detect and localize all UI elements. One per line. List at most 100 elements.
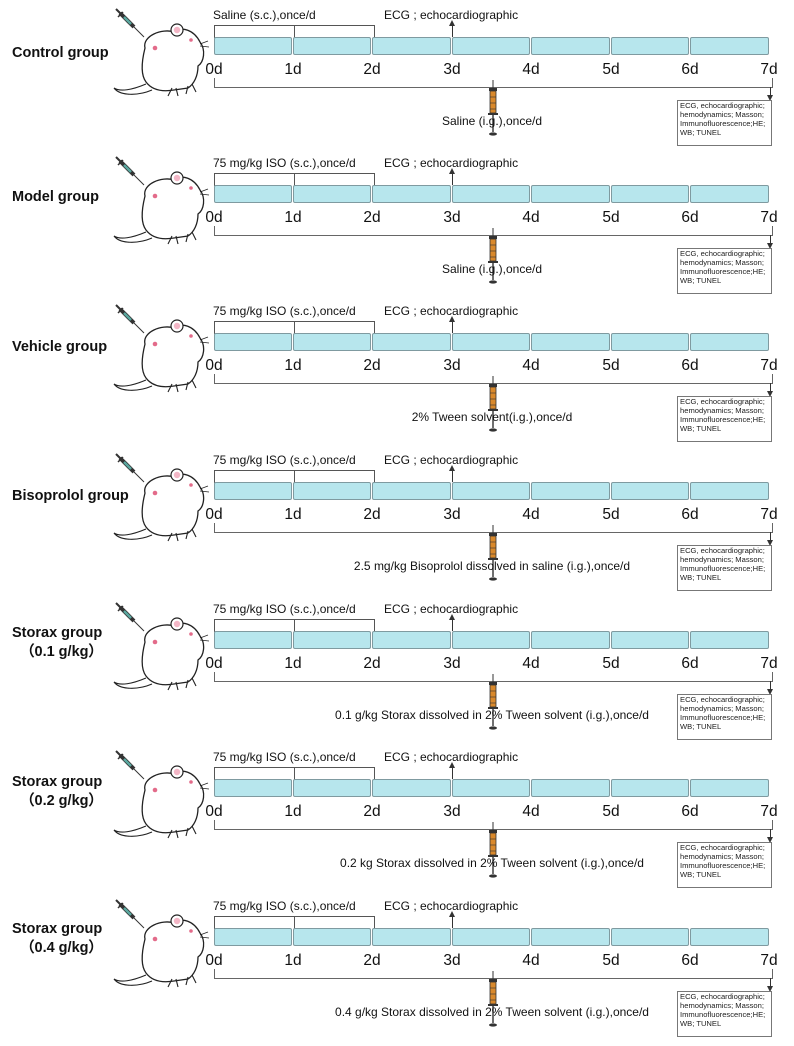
timeline-day-segment (531, 928, 610, 946)
day-tick-label: 7d (760, 952, 778, 969)
endpoint-assay-item: WB; TUNEL (680, 424, 722, 433)
day-tick-label: 1d (284, 803, 302, 820)
timeline-bar (214, 779, 772, 797)
day-tick-label: 5d (602, 209, 620, 226)
day-tick-label: 1d (284, 61, 302, 78)
group-label: Vehicle group (12, 338, 107, 357)
timeline-day-segment (452, 37, 530, 55)
endpoint-arrow-icon (767, 681, 773, 695)
ecg-arrow-icon (449, 762, 455, 779)
day-tick-label: 5d (602, 655, 620, 672)
day-tick-label: 3d (443, 655, 461, 672)
timeline-day-segment (690, 37, 769, 55)
day-tick-label: 3d (443, 209, 461, 226)
timeline-day-segment (531, 482, 610, 500)
oral-gavage-syringe-icon (488, 525, 498, 581)
group-label: Model group (12, 188, 99, 207)
timeline-day-segment (452, 779, 530, 797)
induction-bracket (214, 767, 375, 780)
timeline-day-segment (611, 185, 689, 203)
induction-label: 75 mg/kg ISO (s.c.),once/d (213, 304, 356, 318)
timeline-day-segment (690, 185, 769, 203)
group-name: Model group (12, 189, 99, 205)
group-dose: （0.2 g/kg） (20, 793, 103, 809)
timeline-day-segment (611, 37, 689, 55)
group-label: Storax group （0.1 g/kg） (12, 624, 103, 662)
endpoint-assay-item: ECG, echocardiographic; (680, 844, 765, 852)
day-tick-label: 1d (284, 506, 302, 523)
endpoint-arrow-icon (767, 829, 773, 843)
injection-syringe-icon (115, 899, 145, 929)
day-tick-label: 0d (205, 506, 223, 523)
group-panel: Storax group （0.1 g/kg） 75 mg/kg ISO (s.c… (0, 600, 794, 748)
timeline-day-segment (690, 631, 769, 649)
timeline-day-segment (214, 37, 292, 55)
group-panel: Storax group （0.4 g/kg） 75 mg/kg ISO (s.c… (0, 897, 794, 1045)
timeline-day-segment (214, 482, 292, 500)
timeline-day-segment (611, 631, 689, 649)
timeline-day-segment (293, 631, 371, 649)
timeline-day-segment (531, 631, 610, 649)
day-tick-label: 1d (284, 209, 302, 226)
endpoint-assays-box: ECG, echocardiographic;hemodynamics; Mas… (677, 396, 772, 442)
injection-syringe-icon (115, 453, 145, 483)
endpoint-assay-item: ECG, echocardiographic; (680, 250, 765, 258)
mouse-icon (113, 171, 210, 245)
day-tick-label: 7d (760, 357, 778, 374)
endpoint-assays-box: ECG, echocardiographic;hemodynamics; Mas… (677, 991, 772, 1037)
group-name: Storax group (12, 625, 103, 641)
timeline-day-segment (293, 333, 371, 351)
day-tick-label: 2d (363, 357, 381, 374)
injection-syringe-icon (115, 602, 145, 632)
endpoint-arrow-icon (767, 235, 773, 249)
day-tick-label: 0d (205, 61, 223, 78)
timeline-day-segment (372, 333, 451, 351)
day-tick-label: 3d (443, 506, 461, 523)
timeline-day-segment (372, 482, 451, 500)
group-label: Bisoprolol group (12, 487, 129, 506)
timeline-day-segment (214, 333, 292, 351)
treatment-label: 0.4 g/kg Storax dissolved in 2% Tween so… (335, 1005, 649, 1019)
mouse-with-syringe-illustration (113, 453, 210, 542)
endpoint-arrow-icon (767, 87, 773, 101)
timeline-day-segment (372, 631, 451, 649)
day-tick-label: 6d (681, 357, 699, 374)
group-dose: （0.1 g/kg） (20, 644, 103, 660)
day-tick-label: 2d (363, 61, 381, 78)
endpoint-assay-item: WB; TUNEL (680, 1019, 722, 1028)
endpoint-assay-item: Immunofluorescence;HE; (680, 713, 766, 722)
induction-label: 75 mg/kg ISO (s.c.),once/d (213, 899, 356, 913)
timeline-day-segment (611, 928, 689, 946)
day-tick-label: 5d (602, 952, 620, 969)
day-tick-label: 6d (681, 506, 699, 523)
mouse-icon (113, 23, 210, 97)
group-dose: （0.4 g/kg） (20, 940, 103, 956)
timeline-day-segment (690, 928, 769, 946)
day-tick-label: 4d (522, 952, 540, 969)
timeline-day-segment (690, 333, 769, 351)
oral-gavage-syringe-icon (488, 376, 498, 432)
induction-bracket (214, 25, 375, 38)
endpoint-assay-item: Immunofluorescence;HE; (680, 119, 766, 128)
day-tick-label: 4d (522, 803, 540, 820)
timeline-day-segment (214, 185, 292, 203)
endpoint-assay-item: WB; TUNEL (680, 573, 722, 582)
day-tick-label: 3d (443, 61, 461, 78)
endpoint-assay-item: hemodynamics; Masson; (680, 110, 764, 119)
endpoint-assay-item: hemodynamics; Masson; (680, 555, 764, 564)
group-label: Storax group（0.2 g/kg） (12, 773, 103, 811)
treatment-label: Saline (i.g.),once/d (441, 262, 543, 276)
timeline-day-segment (452, 482, 530, 500)
day-tick-label: 7d (760, 209, 778, 226)
day-tick-label: 5d (602, 506, 620, 523)
day-tick-label: 7d (760, 655, 778, 672)
endpoint-assay-item: hemodynamics; Masson; (680, 704, 764, 713)
oral-gavage-syringe-icon (488, 971, 498, 1027)
timeline-bar (214, 185, 772, 203)
treatment-label: Saline (i.g.),once/d (441, 114, 543, 128)
group-name: Storax group (12, 921, 103, 937)
induction-label: 75 mg/kg ISO (s.c.),once/d (213, 602, 356, 616)
timeline-day-segment (531, 37, 610, 55)
endpoint-arrow-icon (767, 978, 773, 992)
ecg-arrow-icon (449, 465, 455, 482)
